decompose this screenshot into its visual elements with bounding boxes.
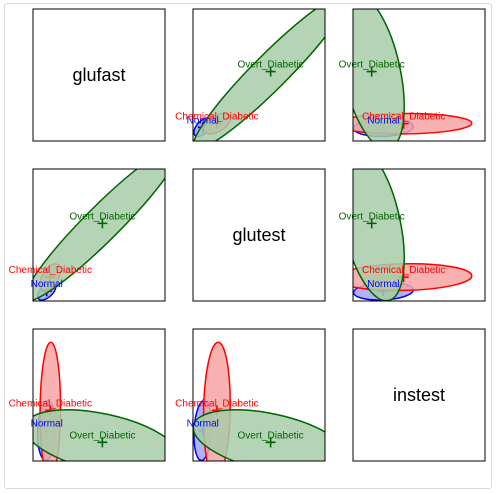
variable-label-instest: instest <box>393 385 445 405</box>
mean-marker-overt-diabetic <box>265 437 276 448</box>
group-label-normal: Normal <box>187 115 219 126</box>
group-label-chemical-diabetic: Chemical_Diabetic <box>175 112 258 123</box>
group-label-chemical-diabetic: Chemical_Diabetic <box>362 112 445 123</box>
mean-marker-overt-diabetic <box>97 437 108 448</box>
group-label-overt-diabetic: Overt_Diabetic <box>69 430 135 441</box>
mean-marker-overt-diabetic <box>366 66 377 77</box>
panel-border <box>32 8 166 142</box>
mean-marker-overt-diabetic <box>265 66 276 77</box>
group-label-normal: Normal <box>367 279 399 290</box>
group-label-chemical-diabetic: Chemical_Diabetic <box>175 398 258 409</box>
panel-plot-area <box>33 169 165 301</box>
panel-plot-area <box>33 341 165 461</box>
panel-border <box>352 8 486 142</box>
group-label-overt-diabetic: Overt_Diabetic <box>69 211 135 222</box>
group-label-chemical-diabetic: Chemical_Diabetic <box>362 265 445 276</box>
panel-border <box>352 168 486 302</box>
group-labels: Normal Chemical_Diabetic Overt_Diabetic <box>339 211 446 290</box>
panel-border <box>192 328 326 462</box>
mean-marker-overt-diabetic <box>366 218 377 229</box>
panel-border <box>32 168 166 302</box>
variable-label-glutest: glutest <box>232 225 285 245</box>
group-label-normal: Normal <box>31 279 63 290</box>
panel-instest-instest: instest <box>352 328 486 462</box>
group-labels: Normal Chemical_Diabetic Overt_Diabetic <box>9 211 136 290</box>
panel-plot-area <box>353 169 473 301</box>
panel-glutest-glutest: glutest <box>192 168 326 302</box>
group-label-overt-diabetic: Overt_Diabetic <box>238 430 304 441</box>
group-label-normal: Normal <box>31 419 63 430</box>
panel-plot-area <box>353 9 473 141</box>
mean-marker-overt-diabetic <box>97 218 108 229</box>
panel-border <box>352 328 486 462</box>
panel-glufast-glufast: glufast <box>32 8 166 142</box>
variable-label-glufast: glufast <box>72 65 125 85</box>
panel-border <box>32 328 166 462</box>
group-label-normal: Normal <box>367 115 399 126</box>
panel-plot-area <box>193 9 325 141</box>
ellipse-overt-diabetic <box>193 9 325 141</box>
panel-border <box>192 168 326 302</box>
panel-border <box>192 8 326 142</box>
group-label-normal: Normal <box>187 419 219 430</box>
group-label-chemical-diabetic: Chemical_Diabetic <box>9 398 92 409</box>
panel-glutest-instest: Normal Chemical_Diabetic Overt_Diabetic <box>339 168 486 302</box>
group-label-overt-diabetic: Overt_Diabetic <box>339 211 405 222</box>
group-label-chemical-diabetic: Chemical_Diabetic <box>9 265 92 276</box>
panel-glutest-glufast: Normal Chemical_Diabetic Overt_Diabetic <box>9 168 166 302</box>
group-label-overt-diabetic: Overt_Diabetic <box>238 60 304 71</box>
group-label-overt-diabetic: Overt_Diabetic <box>339 60 405 71</box>
panel-plot-area <box>193 341 325 461</box>
